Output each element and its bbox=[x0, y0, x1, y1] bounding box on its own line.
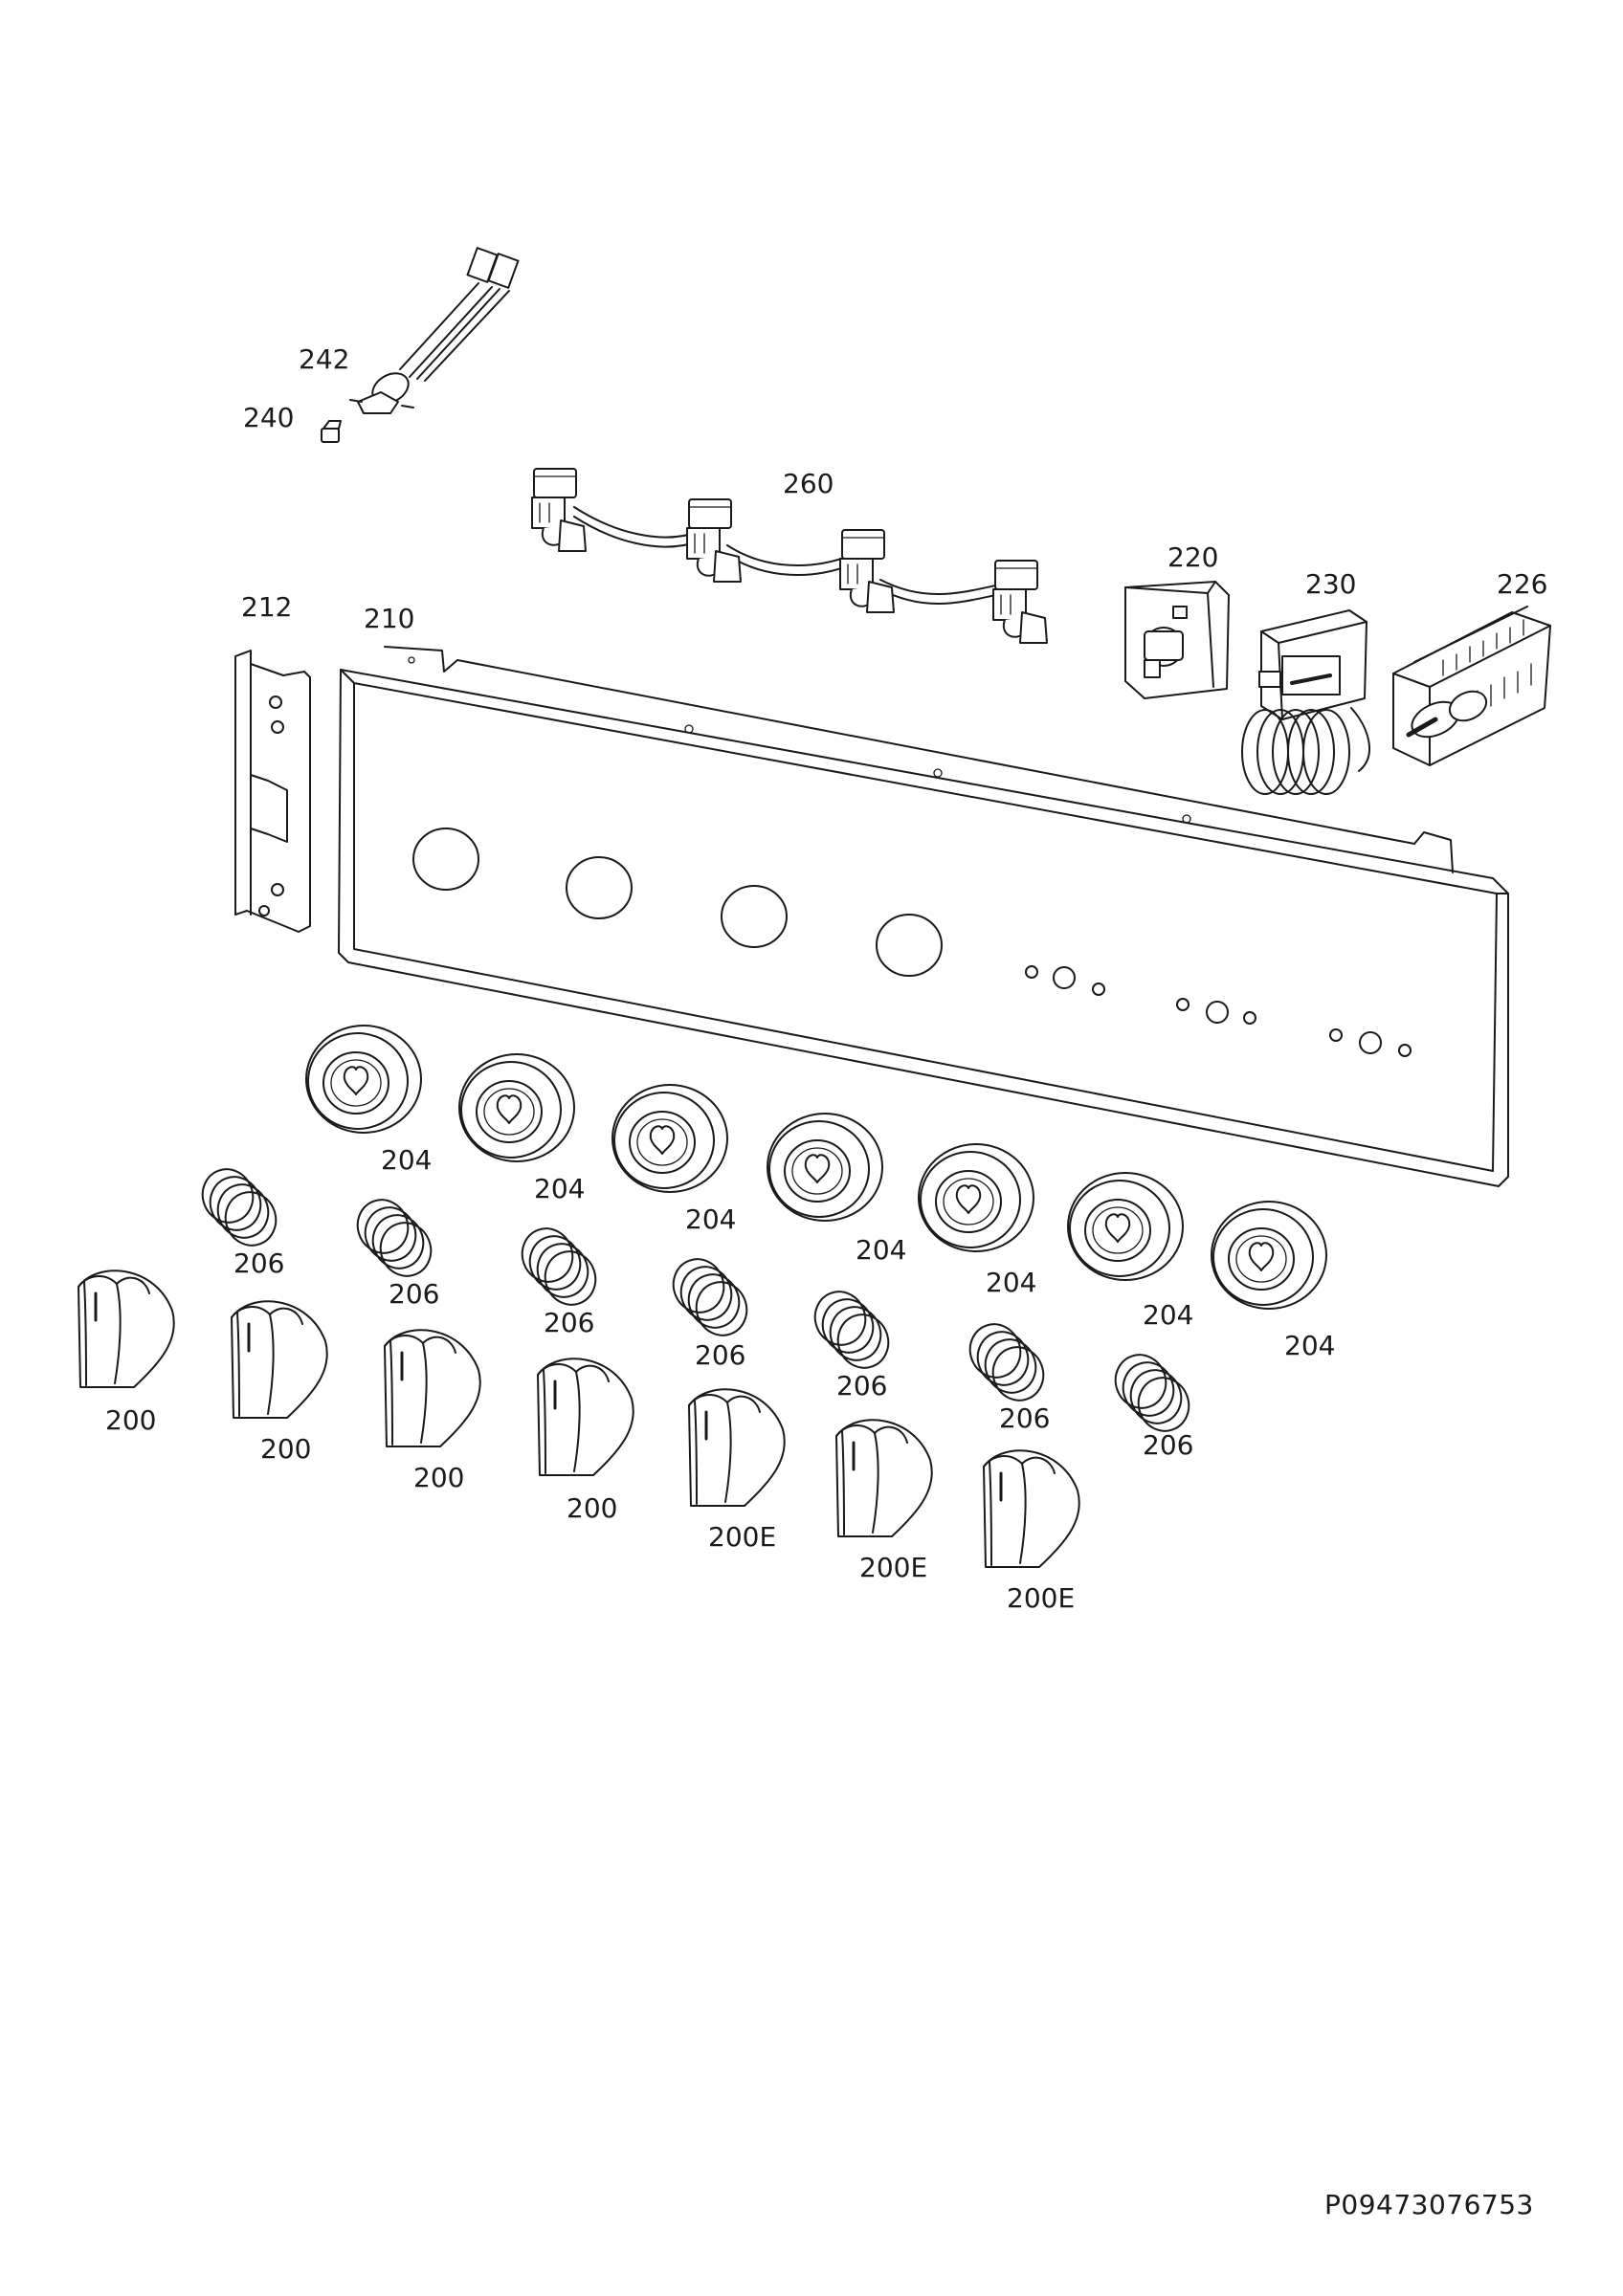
label-204-3: 204 bbox=[685, 1203, 736, 1235]
control-panel bbox=[338, 646, 1509, 1187]
control-knob-4 bbox=[536, 1357, 635, 1477]
label-206-1: 206 bbox=[233, 1247, 284, 1279]
label-210: 210 bbox=[364, 603, 414, 634]
label-206-5: 206 bbox=[836, 1370, 887, 1402]
drawing-code: P09473076753 bbox=[1324, 2189, 1534, 2220]
label-200e-1: 200E bbox=[708, 1521, 776, 1553]
knob-base-2 bbox=[458, 1053, 575, 1162]
label-212: 212 bbox=[241, 591, 292, 623]
label-240: 240 bbox=[243, 402, 294, 433]
control-knob-3 bbox=[383, 1328, 482, 1448]
spring-7 bbox=[1106, 1346, 1198, 1440]
spring-1 bbox=[193, 1160, 285, 1254]
label-260: 260 bbox=[783, 468, 834, 499]
label-206-2: 206 bbox=[389, 1278, 439, 1310]
label-204-6: 204 bbox=[1143, 1299, 1193, 1331]
spring-4 bbox=[664, 1250, 756, 1344]
knob-base-7 bbox=[1211, 1201, 1327, 1310]
mounting-bracket bbox=[234, 650, 311, 933]
spring-6 bbox=[961, 1315, 1053, 1409]
panel-indicator-holes bbox=[1025, 965, 1412, 1057]
capillary-coil bbox=[1241, 709, 1350, 795]
label-206-6: 206 bbox=[999, 1402, 1050, 1434]
switch-harness bbox=[531, 468, 1048, 644]
label-206-7: 206 bbox=[1143, 1429, 1193, 1461]
label-204-1: 204 bbox=[381, 1144, 432, 1176]
label-200-1: 200 bbox=[105, 1404, 156, 1436]
label-204-7: 204 bbox=[1284, 1330, 1335, 1361]
label-242: 242 bbox=[299, 343, 349, 375]
label-200e-2: 200E bbox=[859, 1552, 927, 1583]
knob-base-4 bbox=[767, 1113, 883, 1222]
label-200-2: 200 bbox=[260, 1433, 311, 1465]
label-204-5: 204 bbox=[986, 1267, 1036, 1298]
label-204-2: 204 bbox=[534, 1173, 585, 1204]
energy-regulator bbox=[1124, 581, 1230, 699]
knob-base-1 bbox=[305, 1025, 422, 1134]
control-knob-6 bbox=[834, 1418, 934, 1538]
thermostat bbox=[1241, 609, 1371, 795]
spring-5 bbox=[806, 1283, 898, 1377]
lamp-bulb bbox=[321, 420, 342, 443]
control-knob-7 bbox=[982, 1448, 1081, 1569]
spring-2 bbox=[348, 1191, 440, 1285]
label-204-4: 204 bbox=[856, 1234, 906, 1266]
spring-3 bbox=[513, 1220, 605, 1314]
control-knob-2 bbox=[230, 1299, 329, 1420]
label-200-3: 200 bbox=[413, 1462, 464, 1493]
knob-base-5 bbox=[918, 1143, 1034, 1252]
control-knob-1 bbox=[77, 1269, 176, 1389]
label-206-3: 206 bbox=[544, 1307, 594, 1338]
selector-switch bbox=[1392, 606, 1551, 766]
lamp-holder-assembly bbox=[349, 247, 520, 414]
knob-base-6 bbox=[1067, 1172, 1184, 1281]
label-200-4: 200 bbox=[567, 1492, 617, 1524]
control-knob-5 bbox=[687, 1387, 787, 1508]
label-220: 220 bbox=[1167, 541, 1218, 573]
label-230: 230 bbox=[1305, 568, 1356, 600]
label-206-4: 206 bbox=[695, 1339, 745, 1371]
label-200e-3: 200E bbox=[1007, 1582, 1075, 1614]
panel-knob-holes bbox=[412, 828, 943, 977]
knob-base-3 bbox=[611, 1084, 728, 1193]
label-226: 226 bbox=[1497, 568, 1547, 600]
